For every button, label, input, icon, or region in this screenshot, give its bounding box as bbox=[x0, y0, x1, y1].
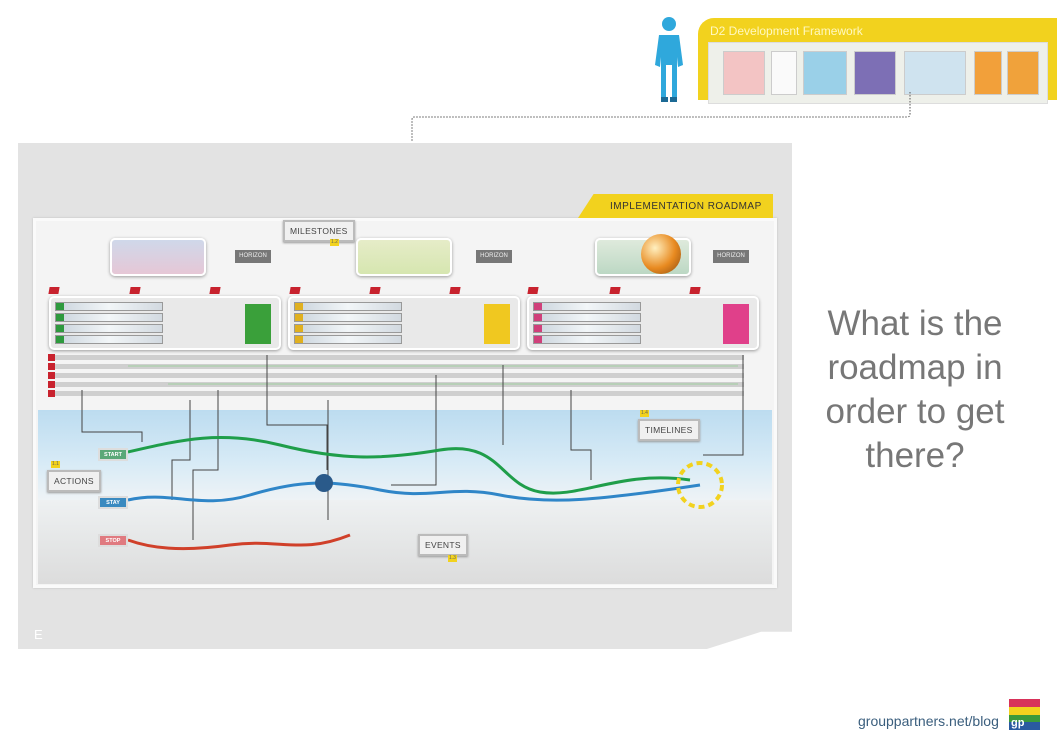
horizon-sign-1: HORIZON bbox=[235, 250, 271, 263]
path-stay-label[interactable]: STAY bbox=[98, 496, 128, 509]
path-stop-label[interactable]: STOP bbox=[98, 534, 128, 547]
d2-framework-panel[interactable]: D2 Development Framework bbox=[698, 18, 1057, 104]
timeline-bars bbox=[48, 354, 744, 397]
person-figure-icon bbox=[655, 17, 683, 102]
question-text: What is the roadmap in order to get ther… bbox=[825, 304, 1005, 475]
actions-label[interactable]: ACTIONS bbox=[47, 470, 101, 492]
milestone-box-1[interactable] bbox=[49, 296, 281, 350]
framework-title: D2 Development Framework bbox=[710, 24, 863, 38]
milestone-image-2 bbox=[356, 238, 452, 276]
panel-letter: E bbox=[34, 627, 43, 642]
timeline-ground bbox=[38, 500, 772, 584]
milestones-label[interactable]: MILESTONES bbox=[283, 220, 355, 242]
path-start-label[interactable]: START bbox=[98, 448, 128, 461]
alert-icon bbox=[245, 304, 271, 344]
horizon-sign-3: HORIZON bbox=[713, 250, 749, 263]
events-label[interactable]: EVENTS bbox=[418, 534, 468, 556]
milestone-box-2[interactable] bbox=[288, 296, 520, 350]
horizon-sign-2: HORIZON bbox=[476, 250, 512, 263]
roadmap-header: IMPLEMENTATION ROADMAP bbox=[578, 194, 773, 218]
blog-link[interactable]: grouppartners.net/blog bbox=[858, 713, 999, 729]
timelines-badge: 1.4 bbox=[640, 410, 649, 417]
milestone-image-1 bbox=[110, 238, 206, 276]
events-badge: 1.3 bbox=[448, 555, 457, 562]
milestone-image-3 bbox=[595, 234, 691, 276]
milestone-box-3[interactable] bbox=[527, 296, 759, 350]
gp-logo: gp bbox=[1009, 699, 1040, 730]
milestones-badge: 1.2 bbox=[330, 239, 339, 246]
alert-icon bbox=[723, 304, 749, 344]
connector-line bbox=[411, 92, 911, 142]
framework-thumbnail bbox=[708, 42, 1048, 104]
svg-text:gp: gp bbox=[1011, 717, 1025, 729]
actions-badge: 1.1 bbox=[51, 461, 60, 468]
alert-icon bbox=[484, 304, 510, 344]
timelines-label[interactable]: TIMELINES bbox=[638, 419, 700, 441]
